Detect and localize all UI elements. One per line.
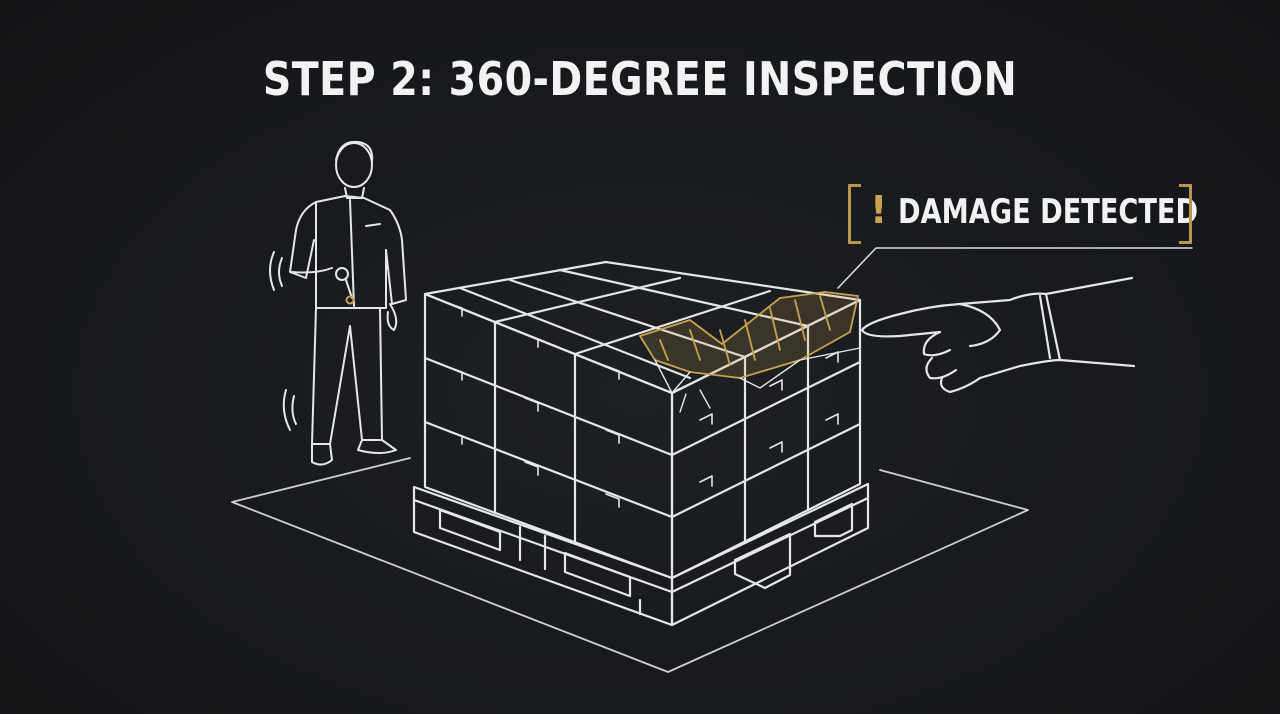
wrap-tears <box>654 347 861 413</box>
pointing-hand <box>860 276 1136 394</box>
inspector-figure <box>269 140 407 466</box>
callout-leader <box>837 247 1193 289</box>
damage-callout: ! DAMAGE DETECTED <box>848 184 1198 244</box>
page-title: STEP 2: 360-DEGREE INSPECTION <box>262 52 1018 106</box>
callout-bracket-left <box>848 184 861 244</box>
callout-bracket-right <box>1179 184 1192 244</box>
pallet <box>412 482 870 627</box>
exclamation-icon: ! <box>870 188 888 232</box>
box-stack <box>423 260 862 580</box>
damage-label: DAMAGE DETECTED <box>898 192 1199 232</box>
floor-outline <box>231 457 1029 673</box>
damaged-wrap <box>639 291 859 379</box>
